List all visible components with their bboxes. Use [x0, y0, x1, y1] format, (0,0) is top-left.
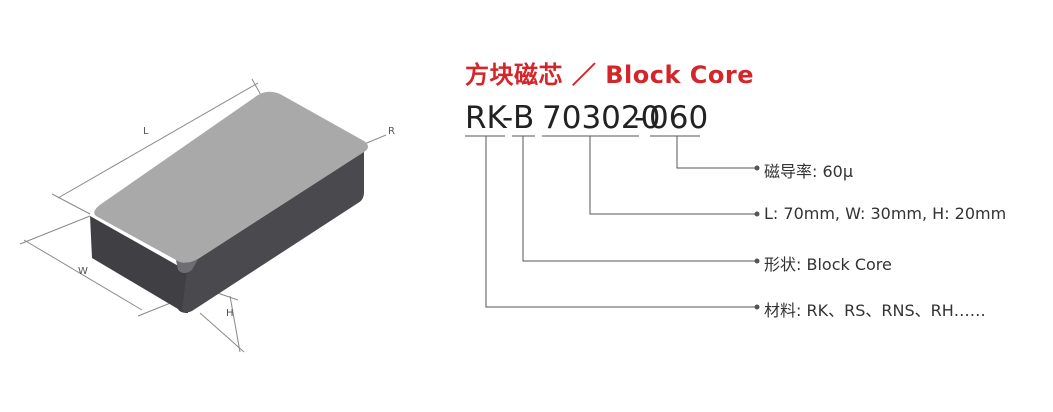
code-part-b: B [513, 100, 535, 136]
width-label: W [78, 266, 88, 277]
block-right-face [182, 150, 364, 313]
leader-lines [465, 135, 757, 308]
code-part-rk: RK [465, 100, 507, 136]
code-part-size: 703020 [542, 100, 661, 136]
leader-material [485, 136, 757, 308]
block-top-face [94, 91, 368, 263]
spec-dimensions: L: 70mm, W: 30mm, H: 20mm [764, 204, 1007, 223]
length-dimension-line [57, 82, 259, 199]
spec-material: 材料: RK、RS、RNS、RH…… [764, 301, 986, 320]
leader-permeability [676, 136, 757, 169]
height-extension-bottom [199, 312, 245, 353]
block-front-face [90, 216, 188, 313]
width-dimension-line [23, 239, 143, 311]
height-label: H [226, 308, 234, 319]
spec-shape: 形状: Block Core [764, 255, 892, 274]
radius-label: R [388, 126, 395, 137]
length-extension-left [51, 193, 91, 215]
spec-permeability: 磁导率: 60μ [764, 162, 854, 181]
bullet-shape [754, 258, 760, 264]
page-title: 方块磁芯 ／ Block Core [465, 61, 754, 89]
height-dimension-line [229, 295, 241, 353]
code-separator-1: - [502, 100, 514, 136]
length-label: L [143, 126, 149, 137]
code-part-permeability: 060 [649, 100, 709, 136]
bullet-dimensions [754, 211, 760, 217]
code-separator-2: - [634, 100, 646, 136]
leader-dimensions [589, 136, 757, 215]
leader-shape [522, 136, 757, 262]
block-corner-highlight [176, 259, 198, 273]
width-extension-top [19, 215, 91, 245]
bullet-material [754, 304, 760, 310]
bullet-permeability [754, 165, 760, 171]
